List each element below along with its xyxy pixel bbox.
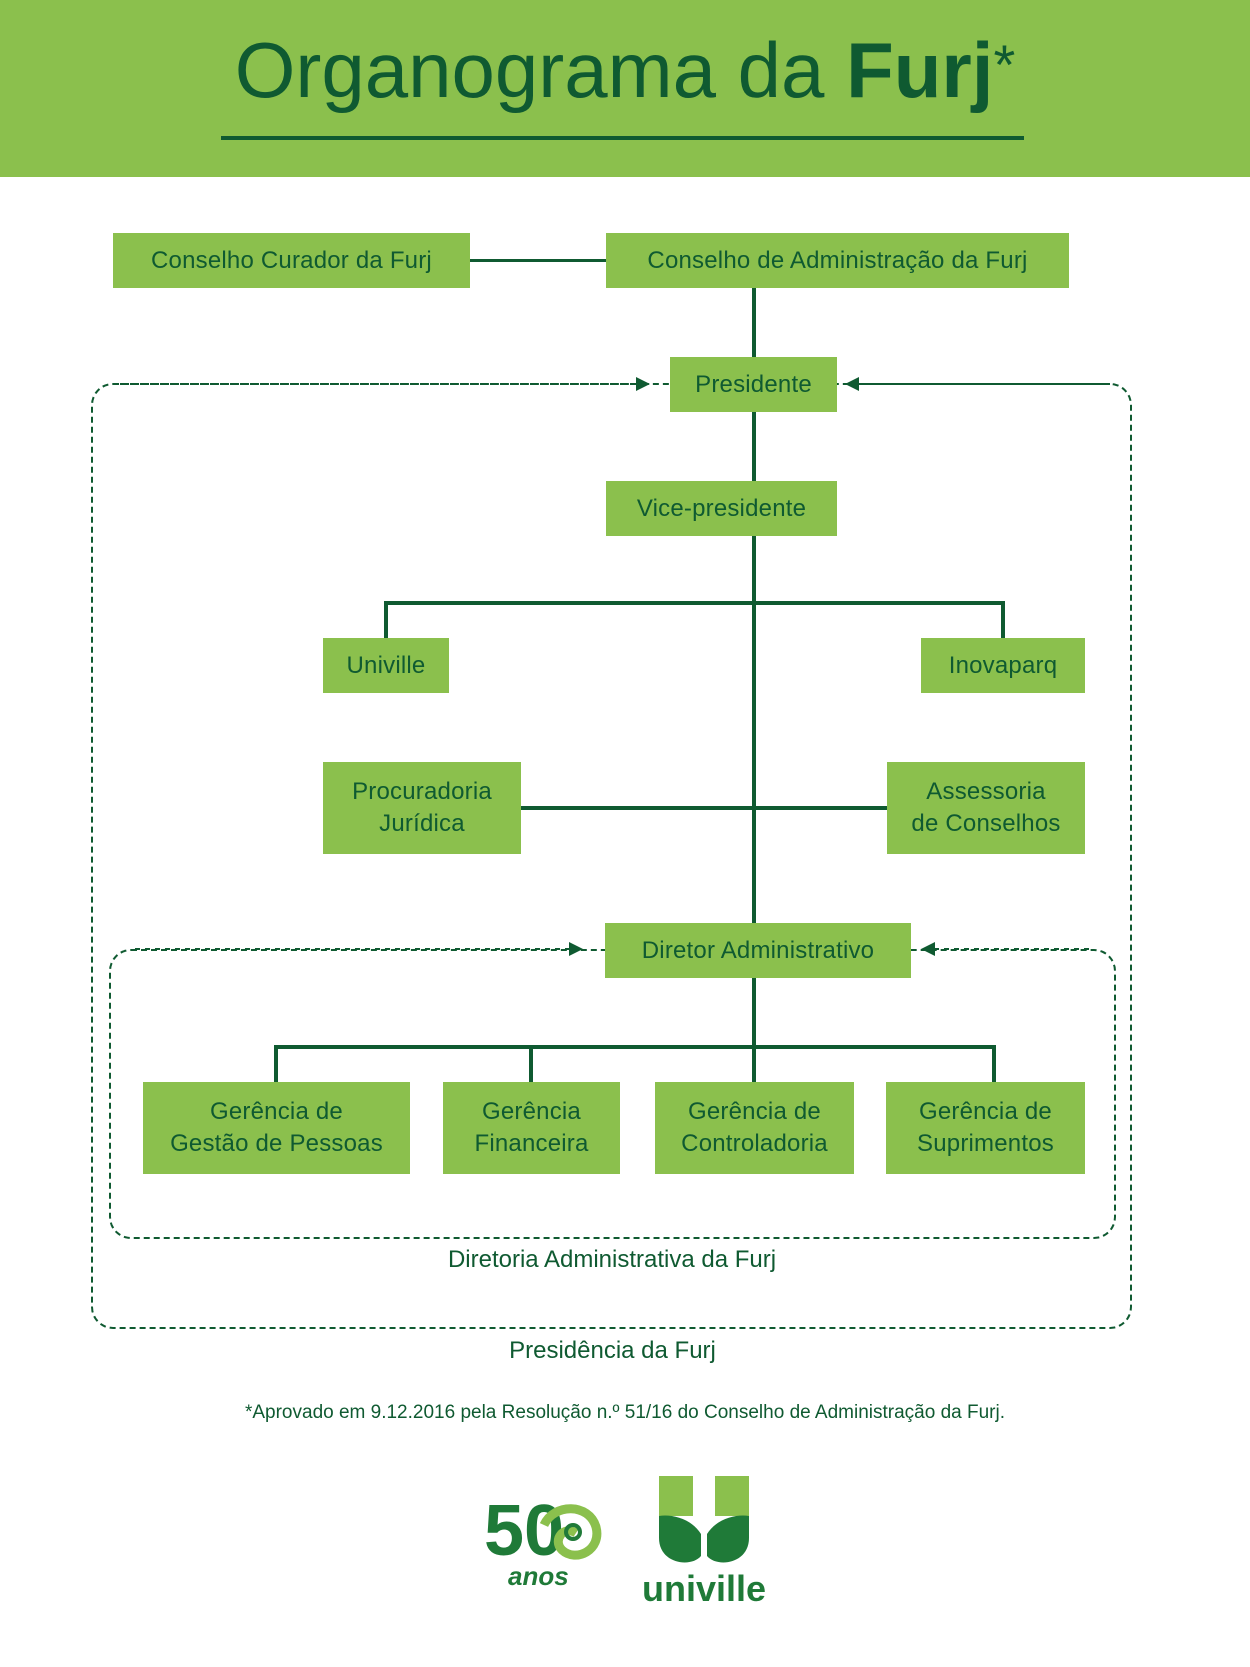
node-univille: Univille bbox=[323, 638, 449, 693]
univille-wordmark: univille bbox=[642, 1568, 766, 1606]
node-gerencia-suprimentos: Gerência de Suprimentos bbox=[886, 1082, 1085, 1174]
connector-drop-univille bbox=[384, 601, 388, 638]
anniversary-swirl-center bbox=[564, 1523, 582, 1541]
node-inovaparq-label: Inovaparq bbox=[948, 651, 1058, 679]
univille-logo-leaf-right-bg bbox=[715, 1476, 749, 1516]
node-presidente: Presidente bbox=[670, 357, 837, 412]
anniversary-word: anos bbox=[508, 1561, 569, 1591]
node-gerencia-controladoria-label: Gerência de Controladoria bbox=[681, 1098, 828, 1157]
header-banner bbox=[0, 0, 1250, 177]
univille-logo-right-leaf bbox=[707, 1515, 749, 1563]
node-procuradoria-juridica-label: Procuradoria Jurídica bbox=[352, 778, 492, 837]
caption-presidencia: Presidência da Furj bbox=[509, 1337, 716, 1364]
page-title: Organograma da Furj* bbox=[0, 26, 1250, 114]
connector-conselhos bbox=[470, 259, 606, 262]
connector-branch-procuradoria-assessoria bbox=[520, 806, 888, 810]
node-conselho-administracao-label: Conselho de Administração da Furj bbox=[647, 246, 1028, 274]
caption-diretoria: Diretoria Administrativa da Furj bbox=[447, 1246, 777, 1273]
anniversary-50-anos-logo: 50 anos bbox=[484, 1491, 602, 1591]
connector-drop-suprimentos bbox=[992, 1045, 996, 1082]
node-conselho-administracao: Conselho de Administração da Furj bbox=[606, 233, 1069, 288]
node-gerencia-suprimentos-label: Gerência de Suprimentos bbox=[917, 1098, 1054, 1157]
title-text: Organograma da bbox=[234, 26, 825, 114]
node-presidente-label: Presidente bbox=[695, 370, 812, 398]
node-vice-presidente: Vice-presidente bbox=[606, 481, 837, 536]
univille-logo-leaf-left-bg bbox=[659, 1476, 693, 1516]
title-asterisk: * bbox=[993, 33, 1016, 96]
node-conselho-curador: Conselho Curador da Furj bbox=[113, 233, 470, 288]
node-gerencia-financeira-label: Gerência Financeira bbox=[474, 1098, 589, 1157]
univille-logo-left-leaf bbox=[659, 1515, 701, 1563]
node-diretor-administrativo-label: Diretor Administrativo bbox=[641, 936, 875, 964]
univille-logo: univille bbox=[642, 1476, 766, 1606]
univille-logo-center-stem bbox=[693, 1476, 715, 1528]
connector-drop-inovaparq bbox=[1001, 601, 1005, 638]
node-gerencia-controladoria: Gerência de Controladoria bbox=[655, 1082, 854, 1174]
connector-branch-univille-inovaparq bbox=[384, 601, 1005, 605]
node-gerencia-financeira: Gerência Financeira bbox=[443, 1082, 620, 1174]
node-gerencia-gestao-pessoas: Gerência de Gestão de Pessoas bbox=[143, 1082, 410, 1174]
node-conselho-curador-label: Conselho Curador da Furj bbox=[151, 246, 432, 274]
node-assessoria-conselhos: Assessoria de Conselhos bbox=[887, 762, 1085, 854]
node-assessoria-conselhos-label: Assessoria de Conselhos bbox=[911, 778, 1061, 837]
title-bold-text: Furj bbox=[846, 26, 994, 114]
node-univille-label: Univille bbox=[346, 651, 426, 679]
node-inovaparq: Inovaparq bbox=[921, 638, 1085, 693]
anniversary-swirl bbox=[539, 1504, 602, 1560]
footnote: *Aprovado em 9.12.2016 pela Resolução n.… bbox=[244, 1402, 1006, 1423]
connector-branch-gerencias bbox=[274, 1045, 996, 1049]
node-gerencia-gestao-pessoas-label: Gerência de Gestão de Pessoas bbox=[170, 1098, 383, 1157]
title-underline bbox=[221, 136, 1024, 140]
connector-diretor-down bbox=[752, 977, 756, 1082]
connector-drop-pessoas bbox=[274, 1045, 278, 1082]
connector-drop-financeira bbox=[529, 1045, 533, 1082]
node-diretor-administrativo: Diretor Administrativo bbox=[605, 923, 911, 978]
node-vice-presidente-label: Vice-presidente bbox=[636, 494, 807, 522]
anniversary-number: 50 bbox=[484, 1491, 564, 1571]
node-procuradoria-juridica: Procuradoria Jurídica bbox=[323, 762, 521, 854]
connector-main-spine bbox=[752, 288, 756, 923]
